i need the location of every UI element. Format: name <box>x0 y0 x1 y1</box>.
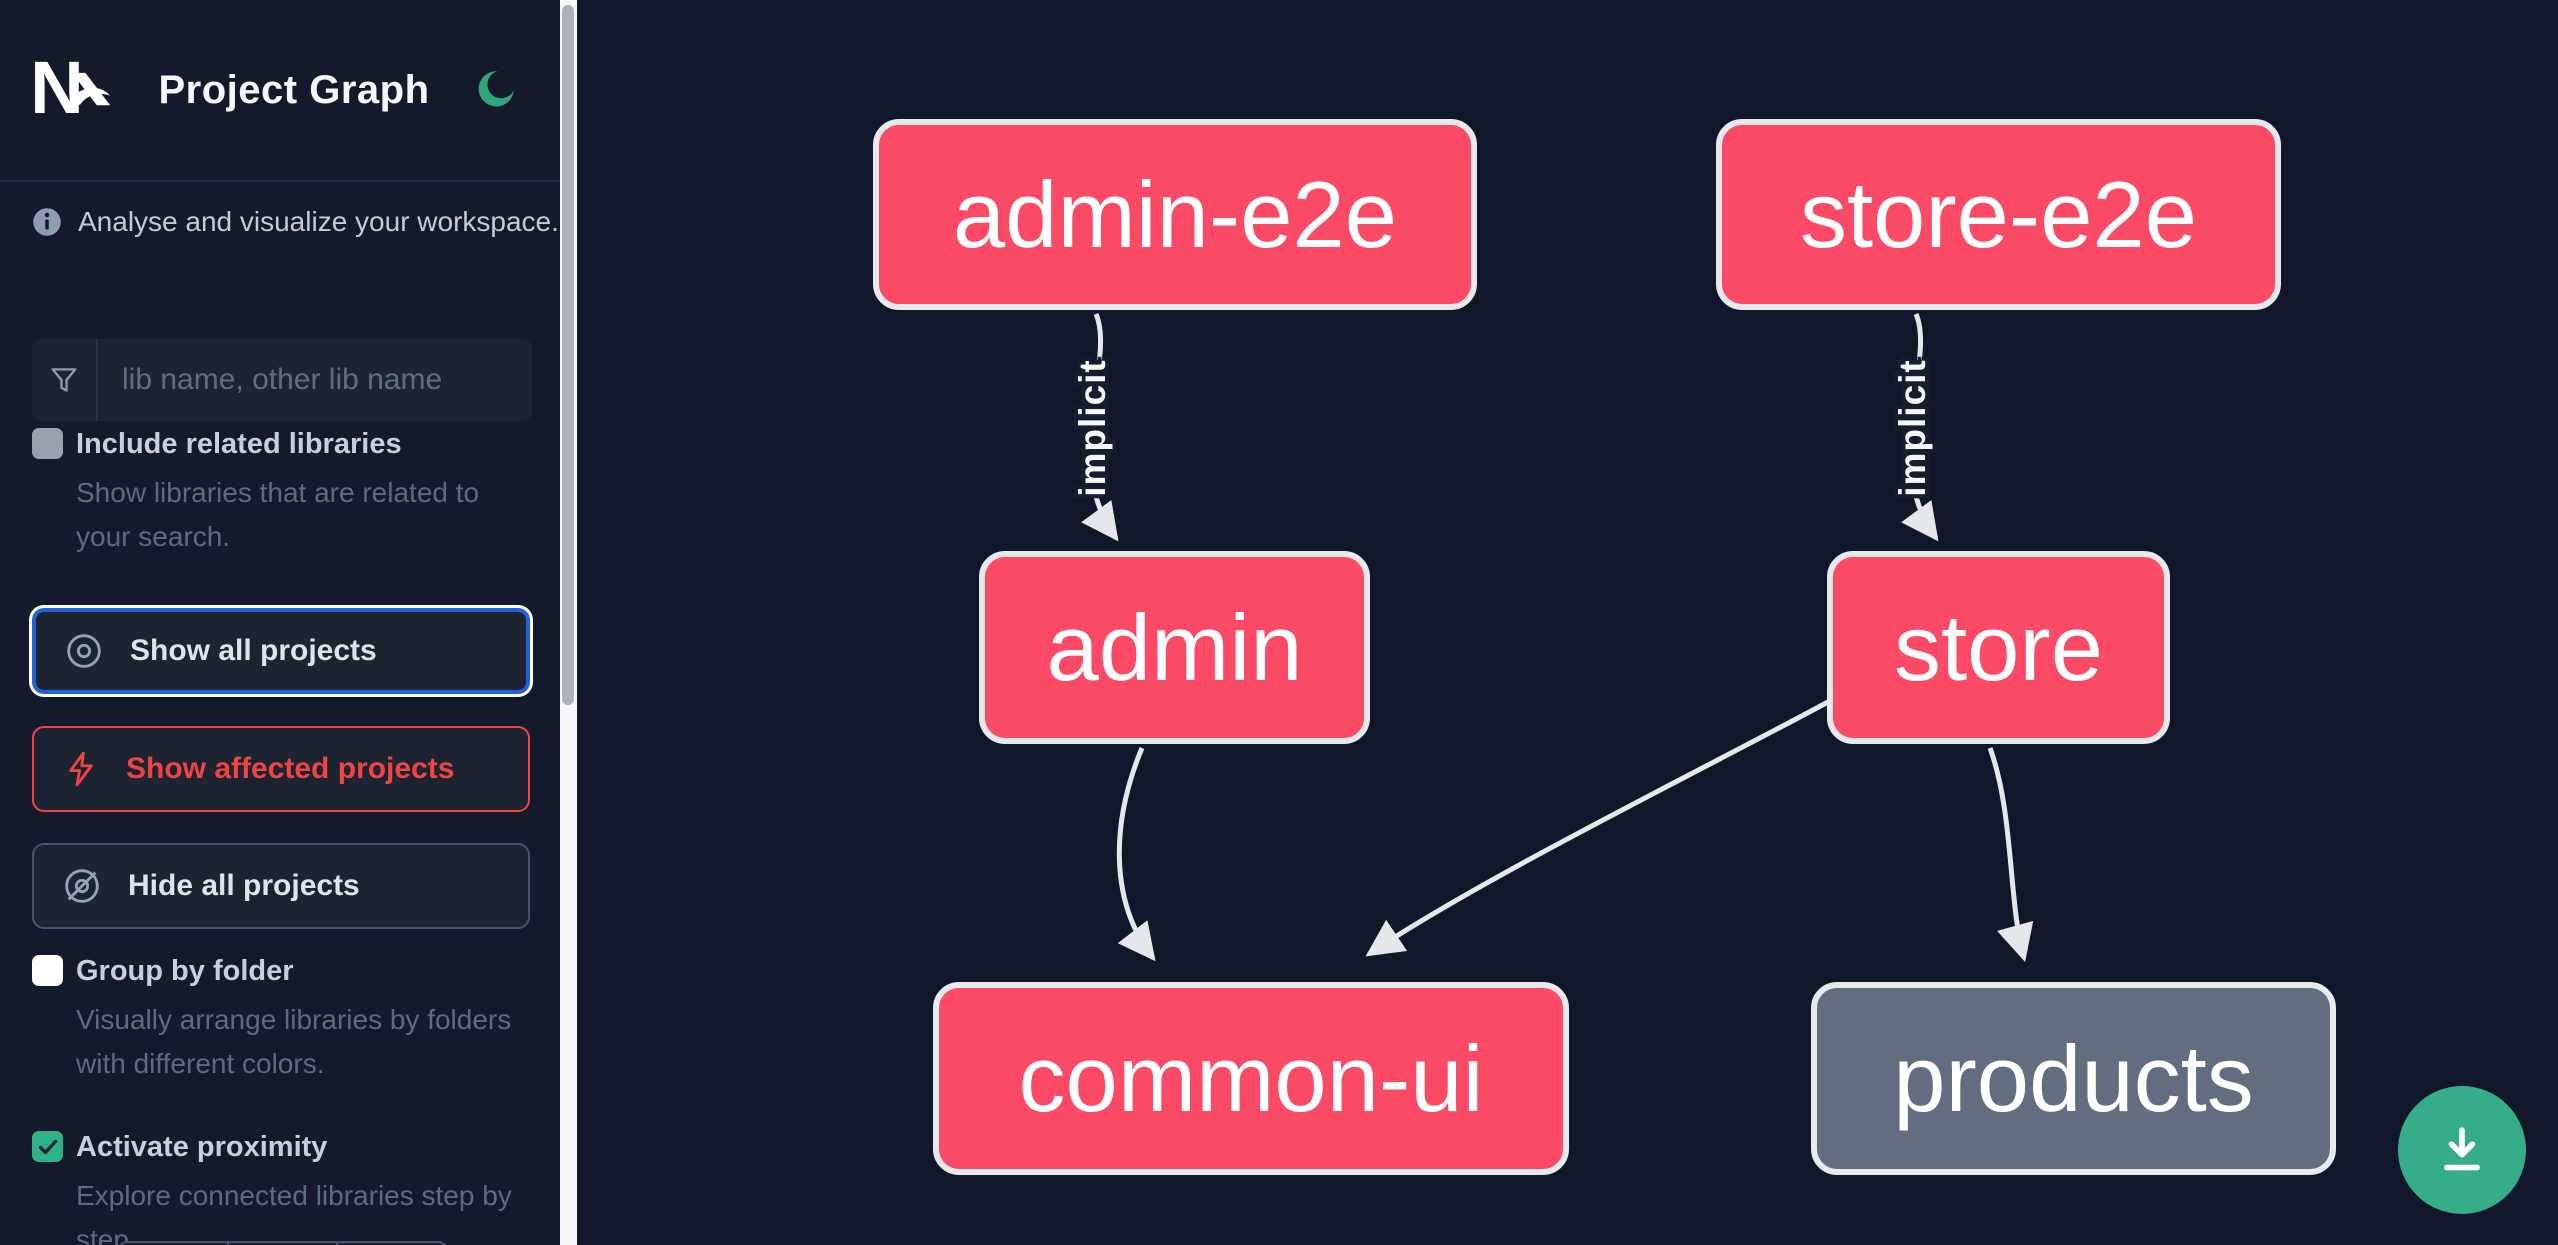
funnel-icon <box>32 339 98 421</box>
search-input[interactable] <box>98 339 532 421</box>
download-graph-button[interactable] <box>2398 1086 2526 1214</box>
tagline-text: Analyse and visualize your workspace. <box>78 206 559 237</box>
sidebar: N Project Graph Analyse and visualize yo… <box>0 0 560 1245</box>
show-affected-projects-button[interactable]: Show affected projects <box>32 726 530 812</box>
node-label: store-e2e <box>1799 161 2198 267</box>
activate-proximity-description: Explore connected libraries step by step… <box>76 1180 512 1245</box>
dependency-edges <box>1081 313 2034 963</box>
info-icon <box>33 208 61 236</box>
bolt-icon <box>69 751 93 787</box>
edge-label-implicit-store: implicit <box>1892 359 1933 497</box>
activate-proximity-label: Activate proximity <box>76 1131 328 1163</box>
download-icon <box>2444 1127 2480 1171</box>
edge-store-e2e-store[interactable] <box>1901 313 1939 542</box>
header-divider <box>0 180 560 182</box>
node-store-e2e[interactable]: store-e2e <box>1716 119 2281 310</box>
option-include-related: Include related libraries Show libraries… <box>32 425 532 559</box>
svg-text:N: N <box>30 50 84 129</box>
hide-all-projects-label: Hide all projects <box>128 869 360 902</box>
show-all-projects-label: Show all projects <box>130 634 377 667</box>
check-icon <box>38 1139 57 1154</box>
group-by-folder-label: Group by folder <box>76 955 294 987</box>
node-label: admin-e2e <box>952 161 1398 267</box>
nx-logo-icon: N <box>30 50 111 129</box>
graph-canvas[interactable]: implicit implicit admin-e2e store-e2e ad… <box>577 0 2558 1245</box>
include-related-description: Show libraries that are related to your … <box>76 477 480 552</box>
node-admin[interactable]: admin <box>979 551 1370 744</box>
edge-admin-e2e-admin[interactable] <box>1081 313 1119 542</box>
edge-admin-common-ui[interactable] <box>1116 747 1156 962</box>
sidebar-header: N Project Graph <box>0 0 560 180</box>
proximity-stepper[interactable] <box>117 1241 448 1245</box>
sidebar-scrollbar-track <box>560 0 577 1245</box>
moon-icon <box>478 71 514 107</box>
node-common-ui[interactable]: common-ui <box>933 982 1569 1175</box>
node-admin-e2e[interactable]: admin-e2e <box>873 119 1477 310</box>
activate-proximity-checkbox[interactable] <box>32 1131 63 1162</box>
page-title: Project Graph <box>158 67 430 112</box>
node-products[interactable]: products <box>1811 982 2336 1175</box>
edge-store-common-ui[interactable] <box>1365 699 1830 957</box>
node-label: admin <box>1046 594 1303 700</box>
hide-all-projects-button[interactable]: Hide all projects <box>32 843 530 929</box>
edge-store-products[interactable] <box>1987 747 2034 963</box>
theme-toggle-button[interactable] <box>472 68 516 112</box>
node-label: store <box>1894 594 2103 700</box>
node-label: products <box>1893 1025 2254 1131</box>
edge-label-implicit-admin: implicit <box>1072 359 1113 497</box>
node-store[interactable]: store <box>1827 551 2170 744</box>
eye-off-icon <box>65 869 99 903</box>
node-label: common-ui <box>1018 1025 1484 1131</box>
show-affected-projects-label: Show affected projects <box>126 752 455 785</box>
search-box <box>32 339 532 421</box>
option-activate-proximity: Activate proximity Explore connected lib… <box>32 1128 532 1245</box>
show-all-projects-button[interactable]: Show all projects <box>32 608 530 694</box>
group-by-folder-description: Visually arrange libraries by folders wi… <box>76 1004 512 1079</box>
include-related-label: Include related libraries <box>76 428 402 460</box>
group-by-folder-checkbox[interactable] <box>32 955 63 986</box>
sidebar-scrollbar-thumb[interactable] <box>562 5 574 705</box>
option-group-by-folder: Group by folder Visually arrange librari… <box>32 952 532 1086</box>
eye-icon <box>67 634 101 668</box>
workspace-tagline: Analyse and visualize your workspace. <box>32 206 559 238</box>
include-related-checkbox[interactable] <box>32 428 63 459</box>
